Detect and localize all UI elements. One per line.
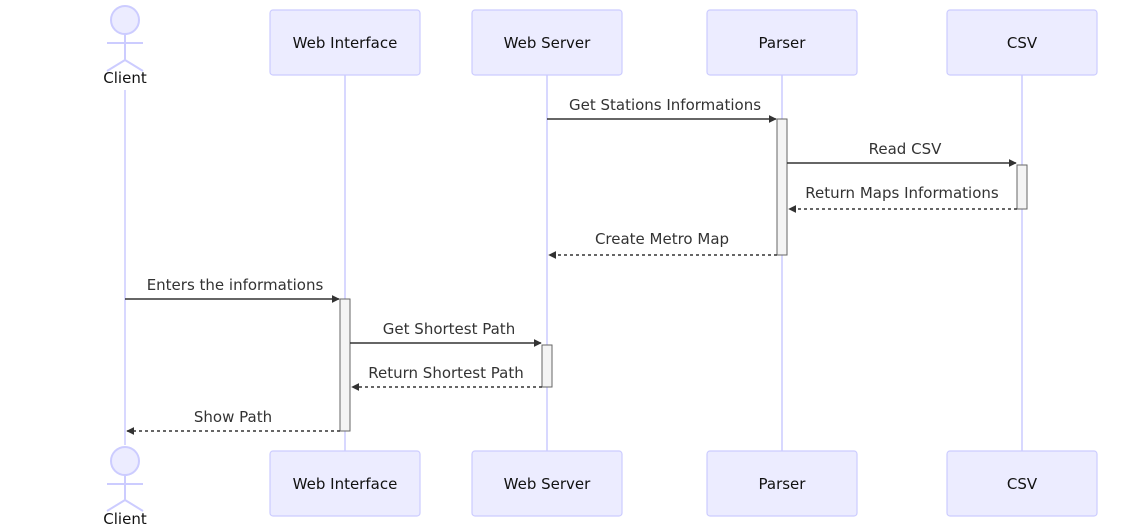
message-label: Return Maps Informations xyxy=(805,184,999,202)
message-read-csv: Read CSV xyxy=(787,140,1017,167)
activation-web-server xyxy=(541,344,553,388)
participant-box xyxy=(269,450,421,517)
activations xyxy=(339,118,1028,432)
participant-web-interface-bottom: Web Interface xyxy=(269,450,421,517)
participant-box xyxy=(946,9,1098,76)
person-body-icon xyxy=(106,34,144,72)
message-label: Show Path xyxy=(194,408,272,426)
participant-web-interface-top: Web Interface xyxy=(269,9,421,76)
message-label: Read CSV xyxy=(869,140,942,158)
message-show-path: Show Path xyxy=(126,408,340,435)
actor-label-client: Client xyxy=(103,510,147,527)
participant-box xyxy=(471,450,623,517)
participant-box xyxy=(946,450,1098,517)
message-enters-the-informations: Enters the informations xyxy=(125,276,340,303)
participant-parser-top: Parser xyxy=(706,9,858,76)
lifelines xyxy=(124,75,1023,452)
message-return-maps-informations: Return Maps Informations xyxy=(788,184,1017,213)
activation-web-interface xyxy=(339,298,351,432)
activation-parser xyxy=(776,118,788,256)
participants-bottom: Client Web Interface Web Server Parser C… xyxy=(103,446,1098,527)
participant-label-parser: Parser xyxy=(759,34,807,52)
participant-label-csv: CSV xyxy=(1007,475,1038,493)
participant-box xyxy=(706,450,858,517)
participant-label-csv: CSV xyxy=(1007,34,1038,52)
person-body-icon xyxy=(106,475,144,512)
message-label: Get Shortest Path xyxy=(383,320,515,338)
messages: Get Stations Informations Read CSV Retur… xyxy=(125,96,1017,435)
activation-csv xyxy=(1016,164,1028,210)
participant-parser-bottom: Parser xyxy=(706,450,858,517)
message-create-metro-map: Create Metro Map xyxy=(548,230,777,259)
participant-web-server-bottom: Web Server xyxy=(471,450,623,517)
message-get-shortest-path: Get Shortest Path xyxy=(350,320,542,347)
participant-web-server-top: Web Server xyxy=(471,9,623,76)
person-icon xyxy=(110,5,140,35)
participant-label-web-server: Web Server xyxy=(504,475,591,493)
message-get-stations-informations: Get Stations Informations xyxy=(547,96,777,123)
message-label: Enters the informations xyxy=(147,276,324,294)
message-label: Get Stations Informations xyxy=(569,96,761,114)
participant-label-web-server: Web Server xyxy=(504,34,591,52)
person-icon xyxy=(110,446,140,476)
actor-client-top: Client xyxy=(103,5,147,87)
message-label: Return Shortest Path xyxy=(368,364,523,382)
actor-label-client: Client xyxy=(103,69,147,87)
participant-csv-bottom: CSV xyxy=(946,450,1098,517)
participant-label-parser: Parser xyxy=(759,475,807,493)
participant-box xyxy=(706,9,858,76)
message-return-shortest-path: Return Shortest Path xyxy=(351,364,542,391)
participant-csv-top: CSV xyxy=(946,9,1098,76)
participant-box xyxy=(269,9,421,76)
actor-client-bottom: Client xyxy=(103,446,147,527)
participants-top: Client Web Interface Web Server Parser C… xyxy=(103,5,1098,87)
participant-label-web-interface: Web Interface xyxy=(293,475,398,493)
participant-label-web-interface: Web Interface xyxy=(293,34,398,52)
message-label: Create Metro Map xyxy=(595,230,729,248)
participant-box xyxy=(471,9,623,76)
